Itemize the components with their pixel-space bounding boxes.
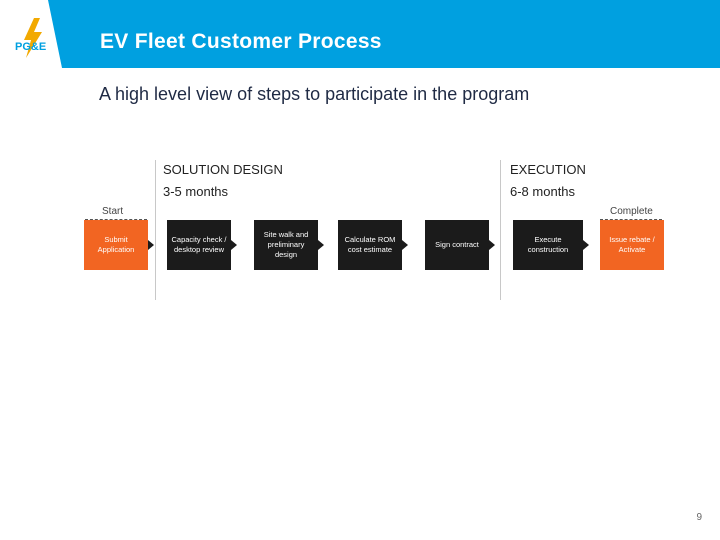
step-label: Execute construction <box>527 235 569 254</box>
arrow-5 <box>489 240 495 250</box>
phase-divider-execution <box>500 160 501 300</box>
arrow-4 <box>402 240 408 250</box>
phase-duration-execution: 6-8 months <box>510 184 576 199</box>
page-number: 9 <box>696 512 702 523</box>
start-label: Start <box>102 206 124 217</box>
header-notch <box>48 0 62 68</box>
step-calculate-rom: Calculate ROM cost estimate <box>338 220 402 270</box>
arrow-1 <box>148 240 154 250</box>
phase-duration-solution: 3-5 months <box>163 184 229 199</box>
step-label: Calculate ROM cost estimate <box>344 235 396 254</box>
arrow-3 <box>318 240 324 250</box>
logo-text: PG&E <box>15 41 46 53</box>
step-label: Sign contract <box>435 240 479 249</box>
phase-divider-solution <box>155 160 156 300</box>
header: PG&E EV Fleet Customer Process <box>0 0 720 68</box>
step-issue-rebate: Issue rebate / Activate <box>600 220 664 270</box>
step-label: Submit Application <box>97 235 135 254</box>
phase-label-solution: SOLUTION DESIGN <box>163 162 283 177</box>
page-subtitle: A high level view of steps to participat… <box>99 84 530 104</box>
complete-label: Complete <box>610 206 653 217</box>
step-site-walk: Site walk and preliminary design <box>254 220 318 270</box>
header-band <box>62 0 720 68</box>
step-submit-application: Submit Application <box>84 220 148 270</box>
start-line <box>85 219 147 220</box>
step-label: Issue rebate / Activate <box>609 235 655 254</box>
step-capacity-check: Capacity check / desktop review <box>167 220 231 270</box>
complete-line <box>600 219 662 220</box>
page-title: EV Fleet Customer Process <box>100 30 382 53</box>
step-sign-contract: Sign contract <box>425 220 489 270</box>
pge-logo: PG&E <box>14 18 50 58</box>
step-label: Site walk and preliminary design <box>263 230 309 259</box>
step-execute-construction: Execute construction <box>513 220 583 270</box>
phase-label-execution: EXECUTION <box>510 162 586 177</box>
arrow-6 <box>583 240 589 250</box>
step-label: Capacity check / desktop review <box>171 235 227 254</box>
arrow-2 <box>231 240 237 250</box>
